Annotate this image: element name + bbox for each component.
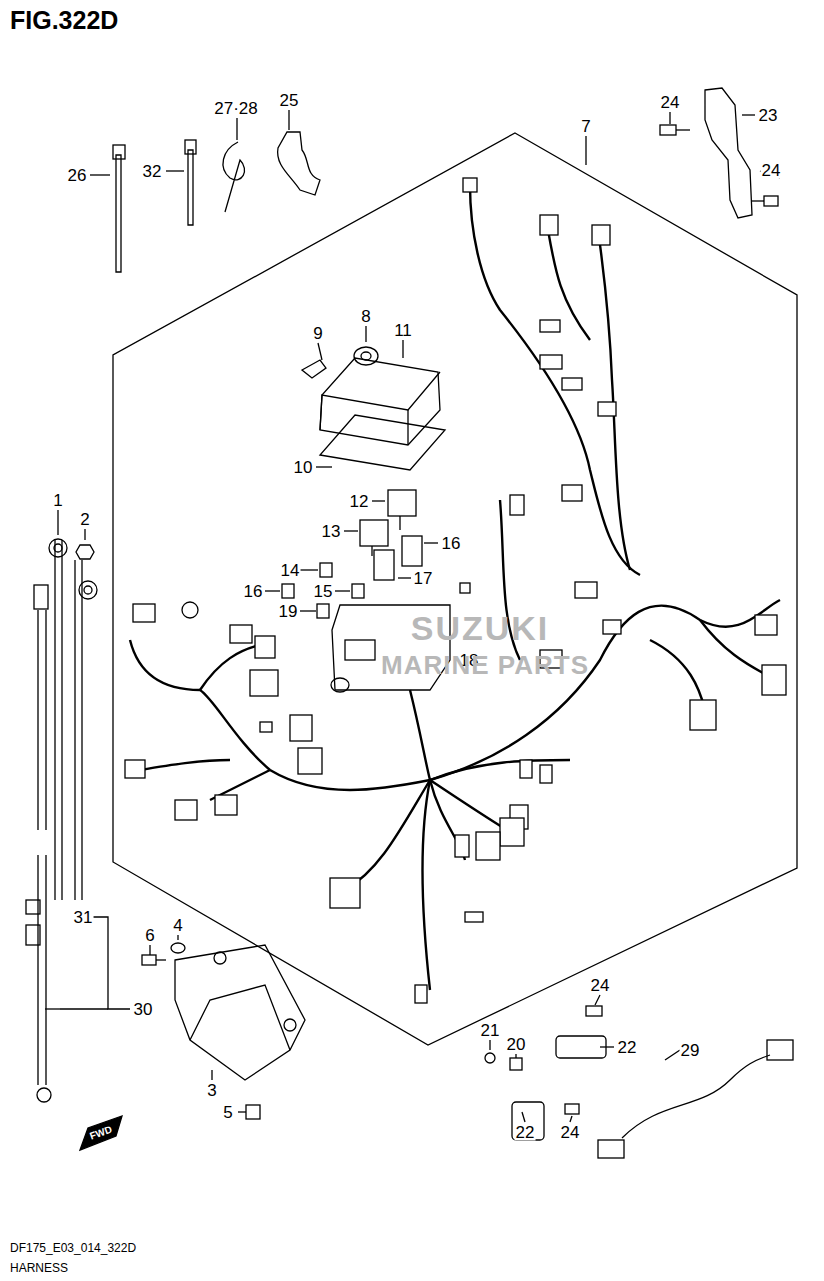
callout-number: 25 [279, 92, 300, 109]
callout-number: 22 [515, 1124, 536, 1141]
callout-number: 3 [206, 1082, 217, 1099]
watermark: MARINE PARTS [381, 652, 589, 678]
callout-number: 5 [222, 1104, 233, 1121]
callout-number: 21 [480, 1022, 501, 1039]
callout-number: 12 [349, 493, 370, 510]
callout-number: 8 [360, 308, 371, 325]
callout-number: 16 [441, 535, 462, 552]
callout-number: 29 [680, 1042, 701, 1059]
callout-number: 24 [560, 1124, 581, 1141]
callout-number: 7 [580, 118, 591, 135]
callout-number: 24 [590, 977, 611, 994]
callout-number: 32 [142, 163, 163, 180]
figure-caption: HARNESS [10, 1262, 68, 1274]
figure-code: DF175_E03_014_322D [10, 1242, 136, 1254]
watermark: SUZUKI [411, 611, 550, 645]
figure-title: FIG.322D [10, 8, 118, 33]
callout-number: 20 [506, 1036, 527, 1053]
callout-number: 10 [293, 459, 314, 476]
callout-number: 19 [278, 603, 299, 620]
callout-number: 15 [313, 583, 334, 600]
callout-number: 6 [144, 927, 155, 944]
callout-number: 16 [243, 583, 264, 600]
callout-number: 23 [758, 107, 779, 124]
callout-number: 26 [67, 167, 88, 184]
callout-number: 11 [393, 322, 413, 339]
callout-number: 1 [52, 492, 63, 509]
callout-number: 30 [133, 1001, 154, 1018]
callout-number: 9 [312, 325, 323, 342]
callout-number: 2 [79, 511, 90, 528]
callout-number: 22 [617, 1039, 638, 1056]
callout-number: 4 [172, 917, 183, 934]
callout-number: 13 [321, 523, 342, 540]
callout-number: 31 [73, 909, 94, 926]
callout-number: 14 [280, 562, 301, 579]
callout-number: 24 [761, 162, 782, 179]
callout-number: 17 [413, 570, 434, 587]
callout-number: 24 [660, 94, 681, 111]
callout-number: 27·28 [213, 100, 258, 117]
